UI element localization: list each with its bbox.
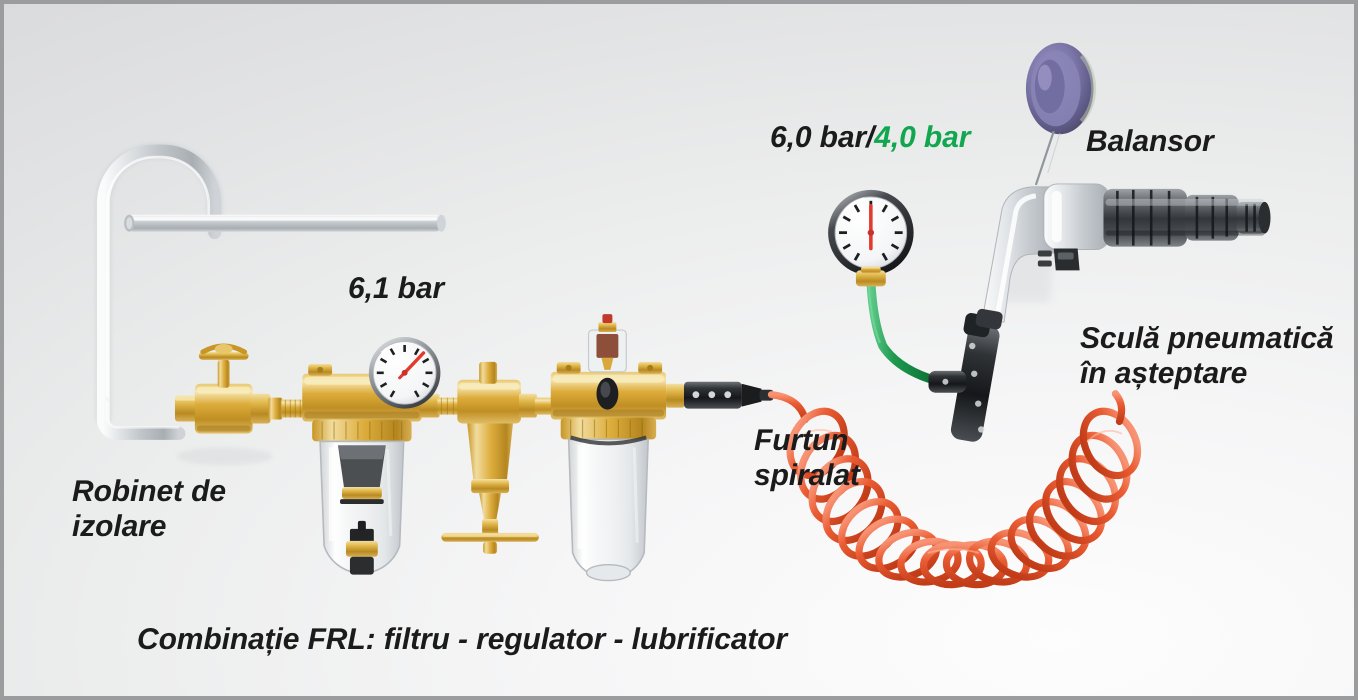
outlet-quick-coupler	[666, 381, 774, 409]
label-tool-pressure-static: 6,0 bar/	[770, 121, 875, 154]
tool-quick-coupler	[928, 313, 1000, 442]
tool-nose	[1103, 188, 1271, 247]
supply-pipe-group	[95, 143, 446, 440]
frl-lubricator	[518, 314, 667, 582]
label-tool-pressure-dynamic: 4,0 bar	[874, 121, 971, 154]
label-balancer: Balansor	[1086, 125, 1214, 158]
label-coiled-hose: Furtun spiralat	[754, 424, 860, 492]
coiled-hose	[767, 390, 1142, 589]
tool-pressure-gauge	[828, 189, 914, 287]
label-tool-pressure: 6,0 bar/4,0 bar	[770, 121, 970, 156]
label-frl-unit: Combinație FRL: filtru - regulator - lub…	[137, 623, 788, 656]
frl-regulator	[419, 361, 539, 554]
balancer	[1025, 42, 1097, 186]
coiled-hose-highlight	[793, 428, 1123, 554]
label-frl-pressure: 6,1 bar	[348, 272, 445, 305]
frl-pressure-gauge	[368, 337, 441, 409]
gauge-hose-green	[866, 275, 941, 386]
label-pneumatic-tool: Sculă pneumatică în așteptare	[1080, 322, 1334, 390]
label-isolation-valve: Robinet de izolare	[72, 475, 226, 543]
pneumatic-tool	[975, 183, 1271, 330]
isolation-valve	[174, 343, 304, 466]
pneumatic-diagram-illustration	[95, 42, 1271, 589]
